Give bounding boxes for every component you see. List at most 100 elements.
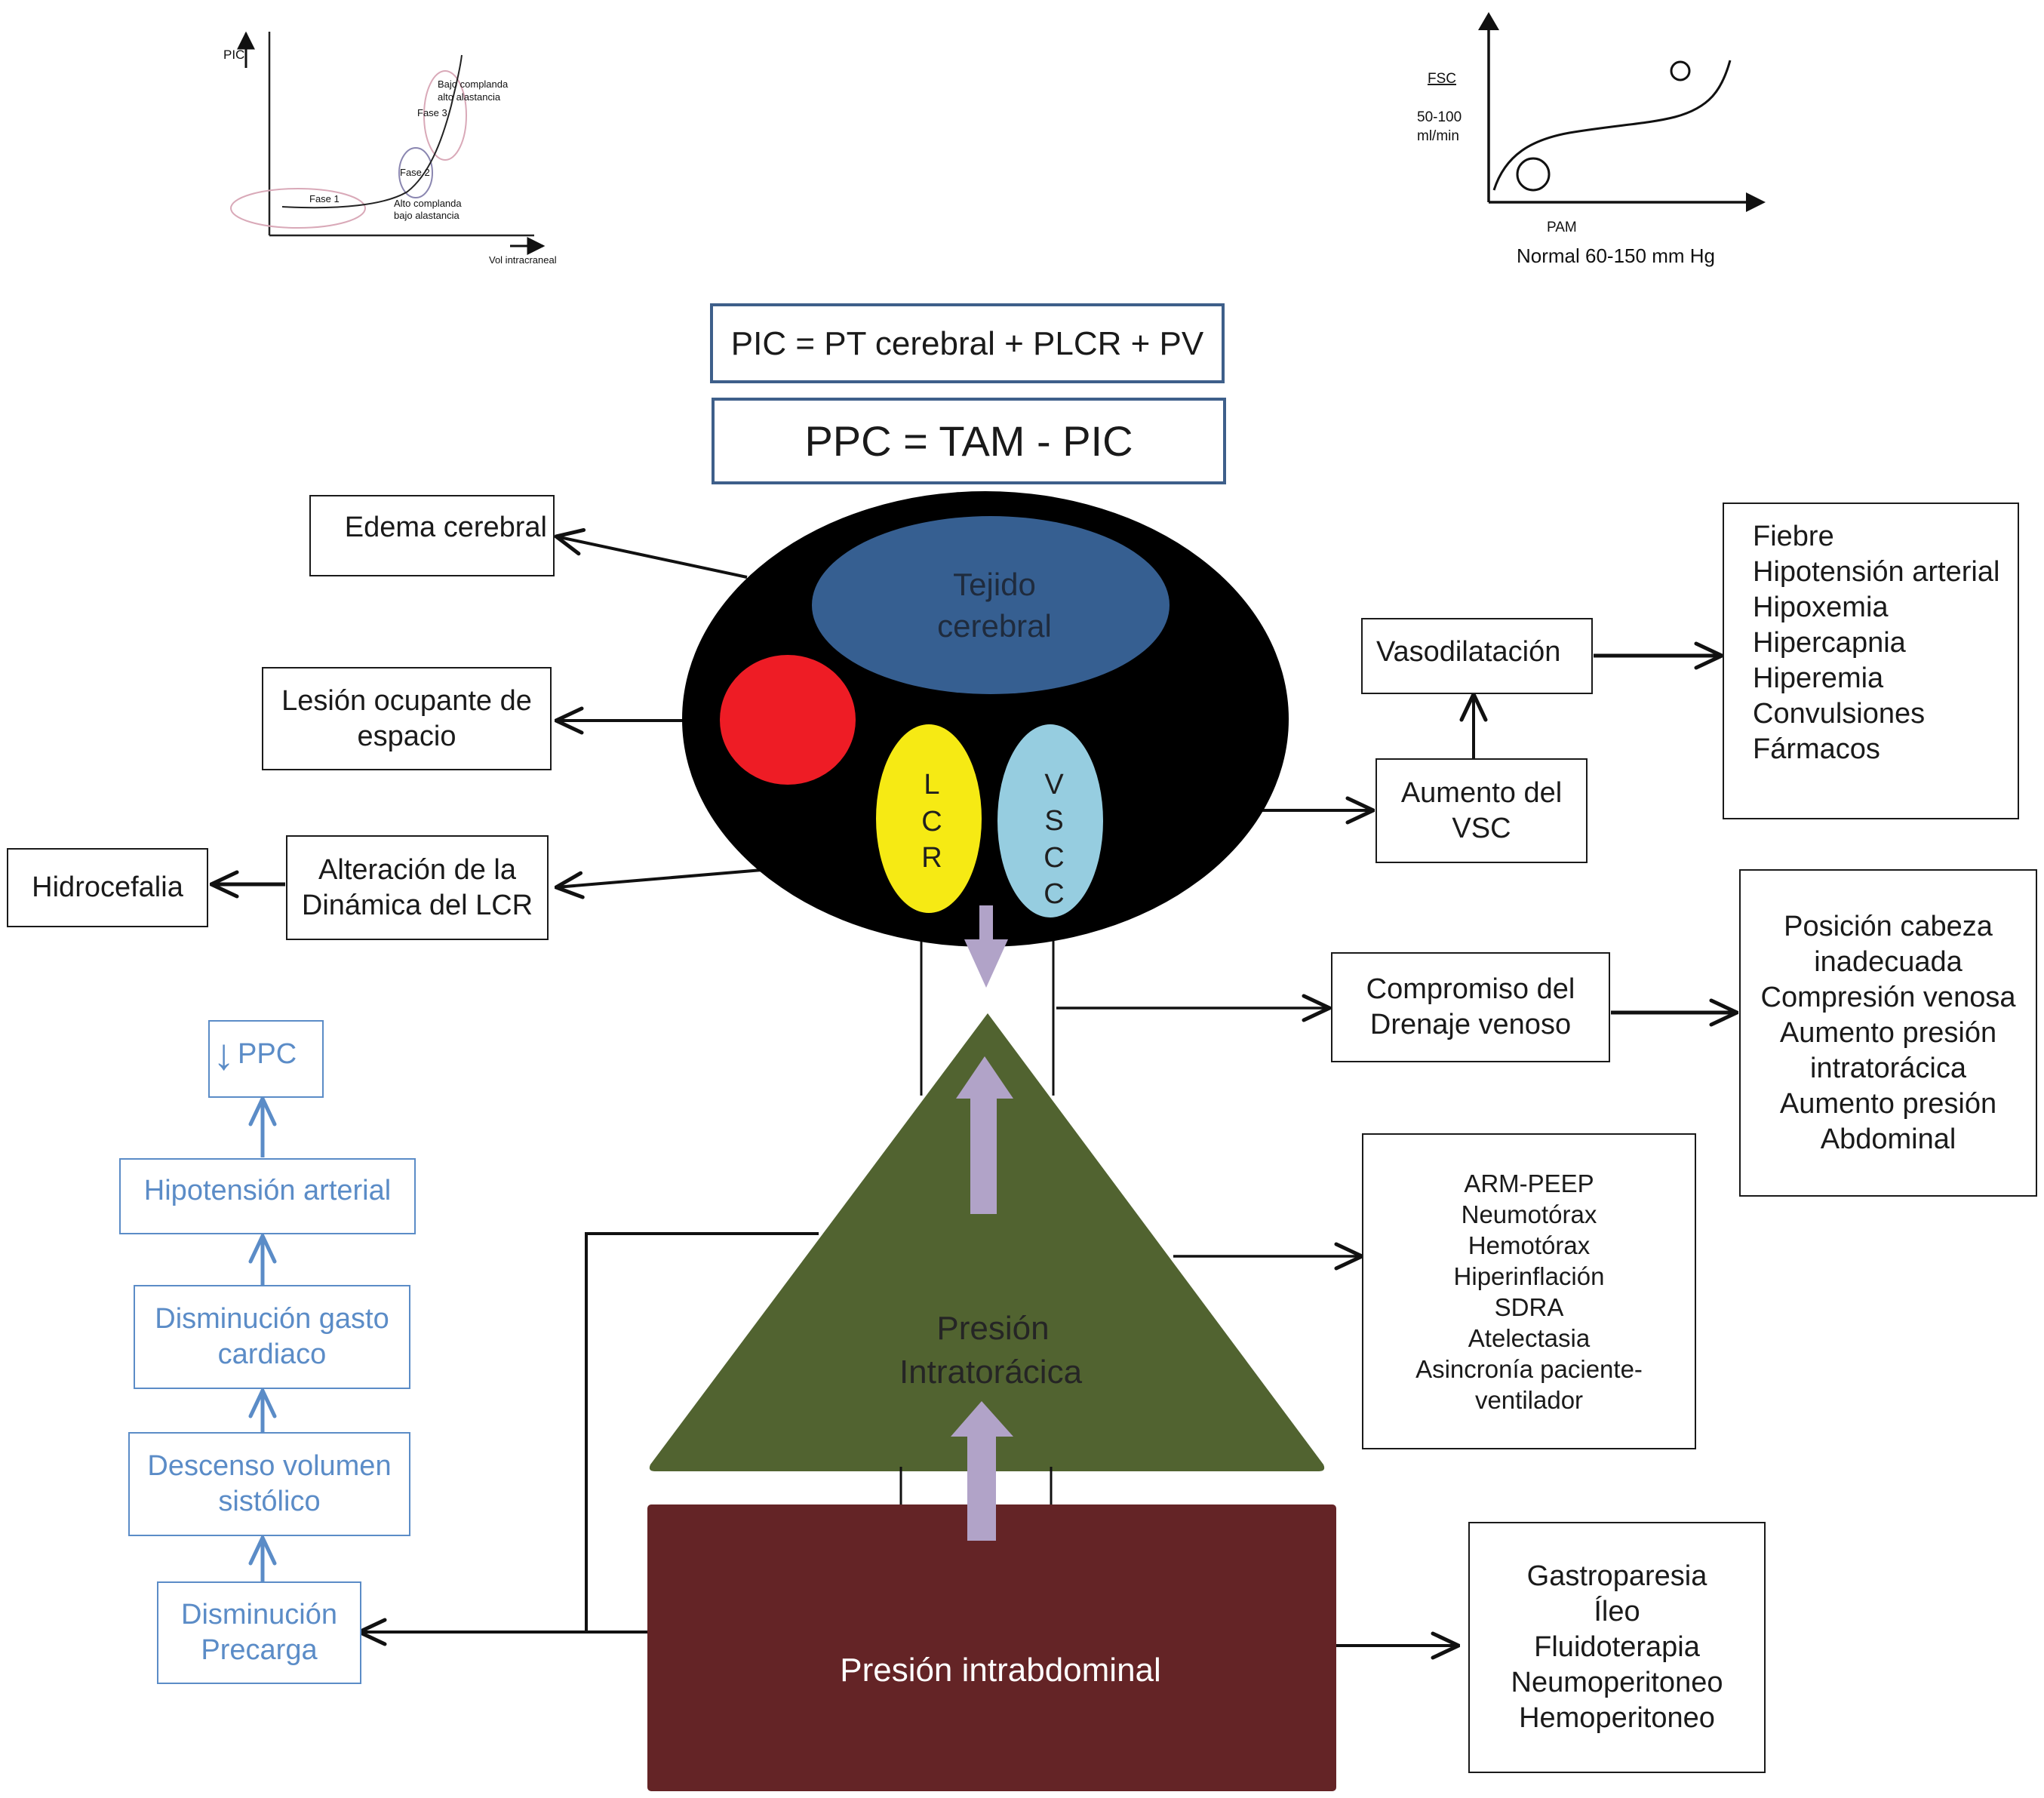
phase2-label: Fase 2	[400, 167, 430, 178]
brain-tissue-label-2: cerebral	[937, 608, 1052, 644]
thorax-triangle	[649, 1013, 1325, 1471]
low-elastance-note-2: bajo alastancia	[394, 210, 460, 221]
cause-hipoxemia: Hipoxemia	[1753, 592, 1889, 623]
venous-cause-3: Compresión venosa	[1760, 981, 2016, 1013]
preload-box: Disminución Precarga	[157, 1581, 361, 1684]
high-pressure-circle	[1670, 60, 1691, 81]
hypotension-label: Hipotensión arterial	[143, 1175, 392, 1206]
thoracic-cause-6: Atelectasia	[1468, 1323, 1591, 1352]
ppc-formula: PPC = TAM - PIC	[804, 417, 1133, 465]
edema-label: Edema cerebral	[344, 512, 547, 543]
high-elastance-note-1: Bajo complanda	[438, 78, 509, 90]
thoracic-cause-1: ARM-PEEP	[1464, 1169, 1594, 1197]
pressure-arrow-up-lower-icon	[951, 1401, 1013, 1541]
lesion-box: Lesión ocupante de espacio	[262, 667, 552, 770]
venous-drainage-label-1: Compromiso del	[1366, 973, 1575, 1005]
phase1-ellipse	[230, 188, 366, 229]
lesion-label-1: Lesión ocupante de	[281, 684, 532, 717]
cause-farmacos: Fármacos	[1753, 733, 1880, 765]
thoracic-cause-8: ventilador	[1474, 1385, 1584, 1414]
fsc-x-arrow-icon	[1746, 192, 1766, 212]
thorax-triangle-group: Presión Intratorácica	[649, 1013, 1325, 1511]
hydrocephalus-box: Hidrocefalia	[7, 848, 208, 927]
vscc-letter-s: S	[1044, 805, 1063, 837]
cause-convulsiones: Convulsiones	[1753, 698, 1926, 730]
hydrocephalus-label: Hidrocefalia	[32, 871, 183, 903]
venous-causes-box: Posición cabeza inadecuada Compresión ve…	[1739, 869, 2037, 1197]
vscc-letter-c1: C	[1044, 842, 1064, 874]
abdominal-cause-1: Gastroparesia	[1526, 1560, 1707, 1592]
lcr-dynamics-label-2: Dinámica del LCR	[301, 889, 533, 921]
vsc-increase-box: Aumento del VSC	[1375, 758, 1588, 863]
thorax-label-2: Intratorácica	[899, 1354, 1083, 1391]
thoracic-cause-2: Neumotórax	[1461, 1200, 1597, 1228]
down-arrow-icon: ↓	[213, 1030, 235, 1079]
brain-tissue-ellipse	[812, 516, 1170, 694]
lcr-compartment	[876, 724, 982, 913]
lcr-dynamics-label-1: Alteración de la	[318, 853, 516, 886]
venous-cause-7: Abdominal	[1820, 1123, 1956, 1155]
phase2-ellipse	[398, 147, 433, 198]
cause-fiebre: Fiebre	[1753, 521, 1834, 552]
venous-cause-6: Aumento presión	[1779, 1087, 1997, 1120]
arrow-skull-to-edema	[556, 536, 748, 579]
pam-x-label: PAM	[1547, 220, 1577, 235]
lcr-dynamics-box: Alteración de la Dinámica del LCR	[286, 835, 549, 940]
abdominal-cause-2: Íleo	[1594, 1596, 1640, 1627]
phase3-ellipse	[423, 70, 467, 161]
thoracic-cause-7: Asincronía paciente-	[1415, 1354, 1643, 1383]
venous-cause-4: Aumento presión	[1779, 1016, 1997, 1049]
fsc-y-arrow-icon	[1478, 12, 1499, 30]
cause-hiperemia: Hiperemia	[1753, 662, 1884, 694]
phase3-label: Fase 3	[417, 107, 447, 118]
ppc-decrease-box: ↓ PPC	[208, 1020, 324, 1098]
vasodilation-label: Vasodilatación	[1376, 636, 1561, 668]
lcr-letter-c: C	[921, 806, 942, 838]
connectors	[211, 536, 1737, 1646]
pressure-arrow-up-upper-icon	[956, 1056, 1013, 1214]
space-occupying-lesion	[720, 655, 856, 785]
pic-curve	[281, 54, 463, 209]
high-elastance-note-2: alto alastancia	[438, 91, 501, 103]
pic-formula: PIC = PT cerebral + PLCR + PV	[730, 324, 1204, 362]
vscc-letter-v: V	[1044, 769, 1064, 801]
stroke-volume-label-1: Descenso volumen	[147, 1450, 392, 1482]
abdominal-cause-3: Fluidoterapia	[1534, 1631, 1700, 1663]
abdomen-group: Presión intrabdominal	[647, 1401, 1336, 1791]
thorax-label-1: Presión	[936, 1310, 1049, 1347]
pic-formula-box: PIC = PT cerebral + PLCR + PV	[710, 303, 1225, 383]
vsc-increase-label-2: VSC	[1452, 812, 1511, 844]
preload-label-2: Precarga	[201, 1634, 318, 1666]
arrow-skull-to-lcr-dynamics	[556, 868, 763, 887]
thoracic-cause-3: Hemotórax	[1468, 1231, 1591, 1259]
pic-y-label: PIC	[223, 48, 244, 62]
skull-compartments: Tejido cerebral L C R V S C C	[682, 491, 1289, 947]
venous-cause-2: inadecuada	[1814, 945, 1963, 978]
fsc-pam-chart: FSC 50-100 ml/min PAM Normal 60-150 mm H…	[1417, 12, 1766, 267]
preload-label-1: Disminución	[181, 1599, 337, 1630]
line-thorax-to-preload	[585, 1232, 819, 1632]
fsc-y-label: FSC	[1428, 71, 1456, 87]
abdomen-label: Presión intrabdominal	[840, 1652, 1161, 1689]
fsc-range-label: 50-100	[1417, 109, 1462, 125]
thoracic-causes-box: ARM-PEEP Neumotórax Hemotórax Hiperinfla…	[1362, 1133, 1696, 1449]
cause-hipotension: Hipotensión arterial	[1753, 556, 2000, 588]
stroke-volume-label-2: sistólico	[218, 1486, 321, 1517]
hypotension-box: Hipotensión arterial	[119, 1158, 416, 1234]
phase1-label: Fase 1	[309, 193, 340, 204]
venous-drainage-box: Compromiso del Drenaje venoso	[1331, 952, 1610, 1062]
abdomen-rect	[647, 1504, 1336, 1791]
cardiac-output-box: Disminución gasto cardiaco	[134, 1285, 410, 1389]
vsc-increase-label-1: Aumento del	[1400, 776, 1563, 809]
venous-cause-1: Posición cabeza	[1784, 910, 1993, 942]
vscc-compartment	[997, 724, 1103, 917]
abdominal-cause-4: Neumoperitoneo	[1511, 1667, 1723, 1698]
pic-x-label: Vol intracraneal	[489, 254, 557, 266]
vasodilation-box: Vasodilatación	[1361, 618, 1593, 694]
edema-box: Edema cerebral	[309, 495, 555, 576]
cardiac-output-label-1: Disminución gasto	[155, 1303, 389, 1335]
stroke-volume-box: Descenso volumen sistólico	[128, 1432, 410, 1536]
low-elastance-note-1: Alto complanda	[394, 198, 462, 209]
lesion-label-2: espacio	[357, 720, 456, 752]
